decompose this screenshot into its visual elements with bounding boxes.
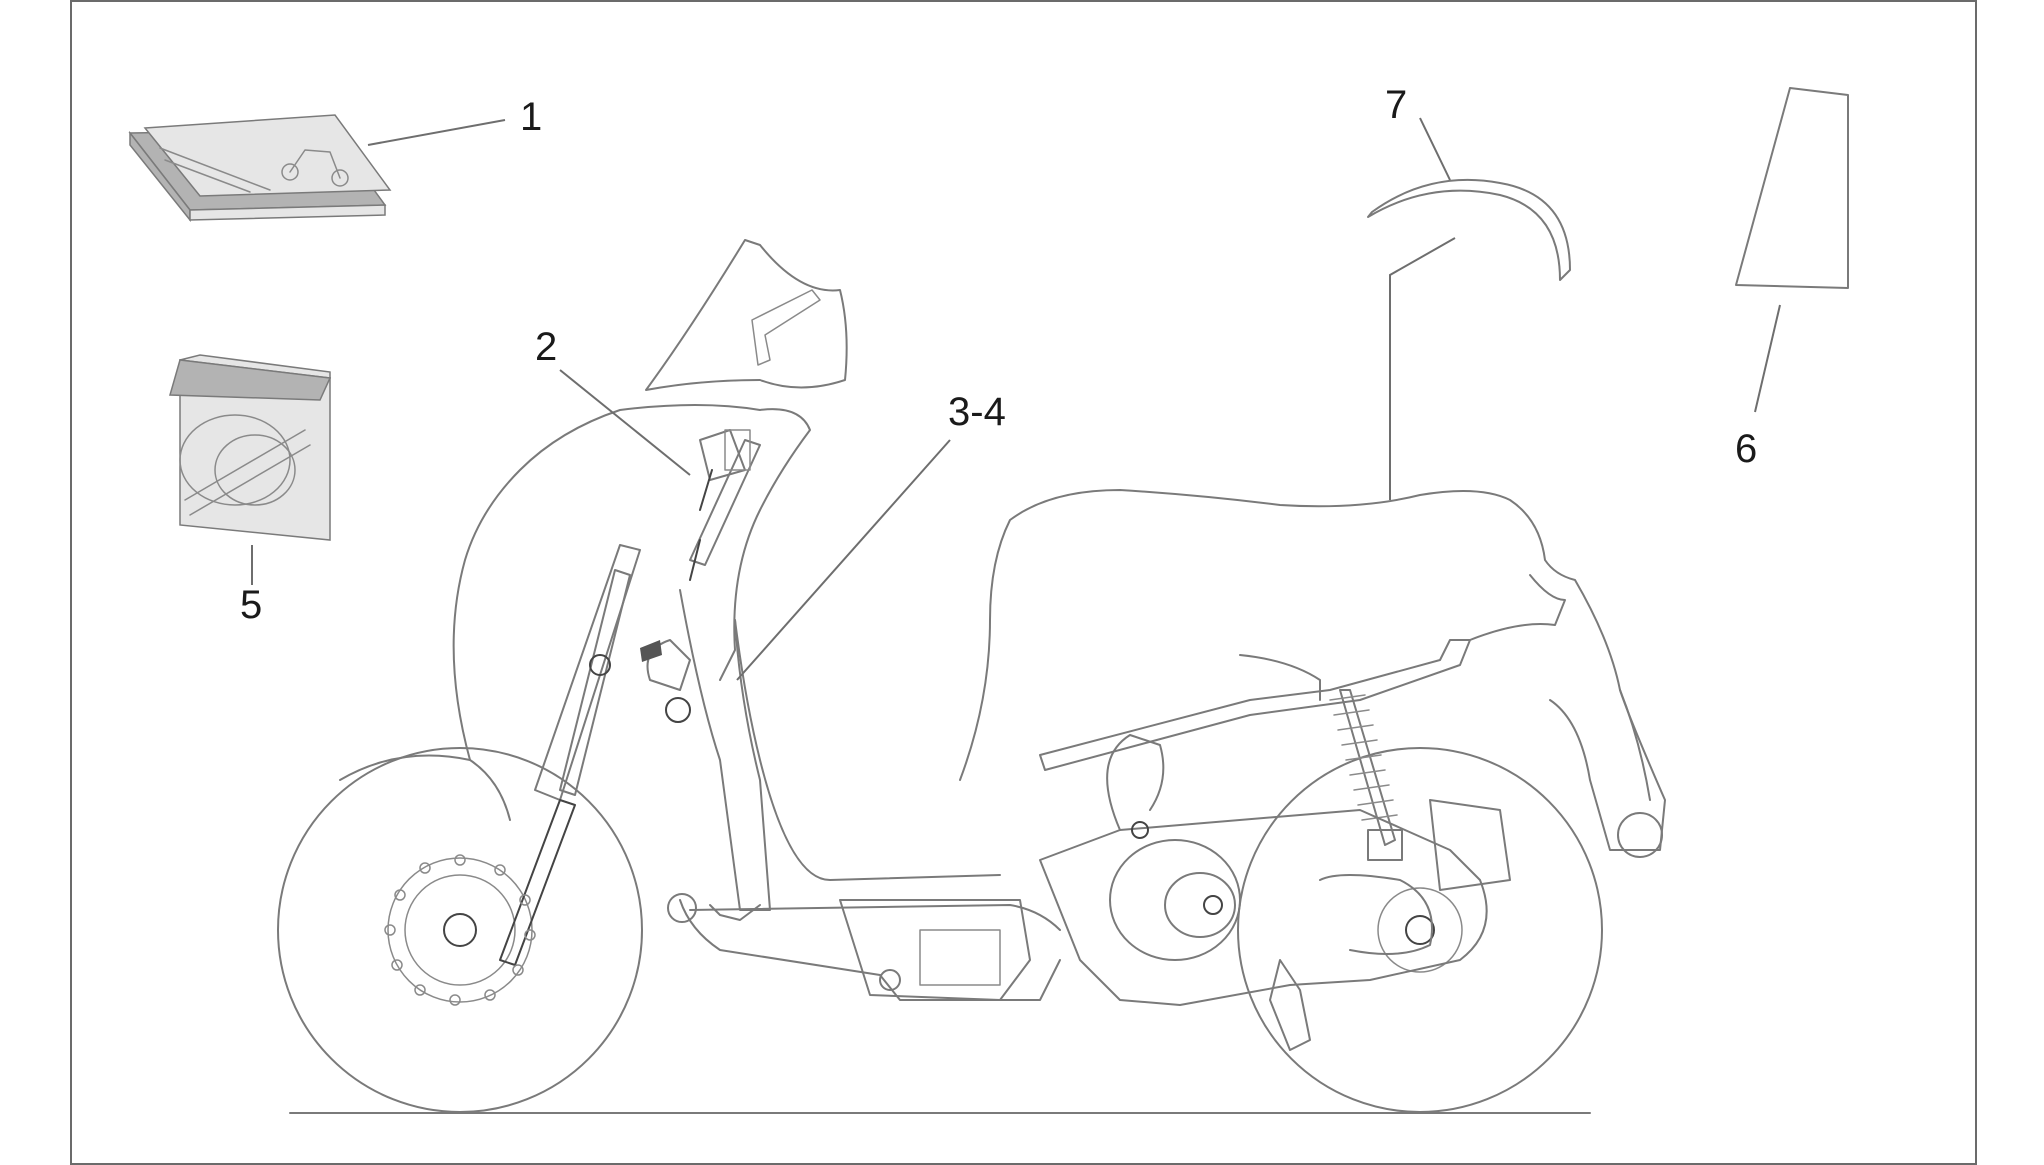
callout-2: 2 — [535, 325, 557, 369]
brake-disc — [384, 854, 536, 1006]
diagram-frame — [70, 0, 1977, 1165]
decal-kit — [169, 354, 332, 541]
scooter-frame — [277, 404, 1666, 1113]
windshield — [645, 239, 848, 391]
callout-3-4: 3-4 — [948, 390, 1006, 434]
leader-3-4 — [736, 439, 951, 681]
callout-1: 1 — [520, 95, 542, 139]
leader-7a — [1419, 117, 1451, 181]
callout-7: 7 — [1385, 83, 1407, 127]
side-decal — [1735, 87, 1849, 289]
callout-5: 5 — [240, 583, 262, 627]
leader-lines — [251, 117, 1781, 681]
callout-6: 6 — [1735, 427, 1757, 471]
leader-7b — [1389, 237, 1456, 500]
owner-manual-booklet — [128, 114, 392, 223]
leader-6 — [1754, 304, 1781, 413]
seat-trim — [1367, 178, 1571, 281]
leader-1 — [367, 119, 506, 146]
leader-2 — [559, 369, 691, 476]
